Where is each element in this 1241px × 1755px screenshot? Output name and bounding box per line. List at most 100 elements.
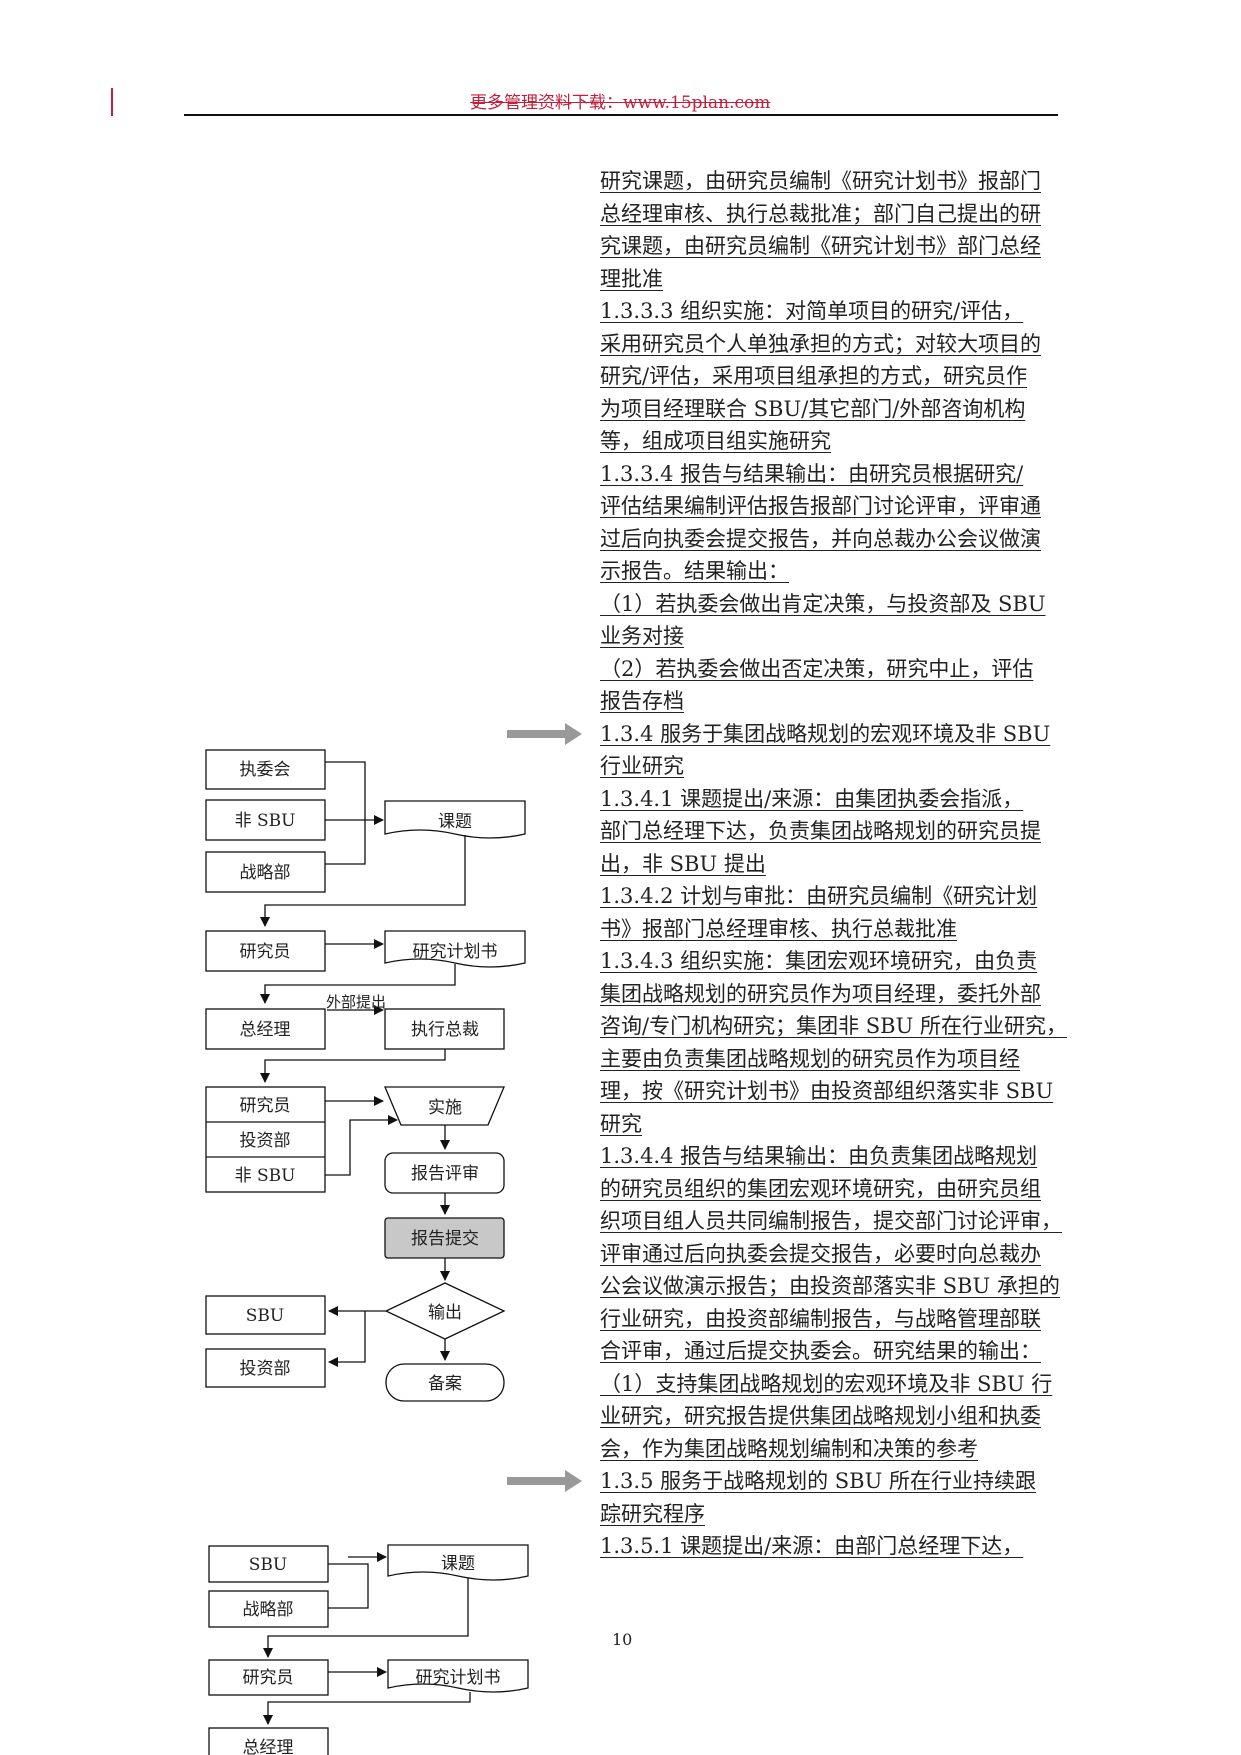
body-line: 会，作为集团战略规划编制和决策的参考 [600,1433,1062,1466]
label2-researcher: 研究员 [243,1668,294,1688]
body-line: 评估结果编制评估报告报部门讨论评审，评审通 [600,490,1062,523]
body-line: 报告存档 [600,685,1062,718]
body-line: 1.3.5 服务于战略规划的 SBU 所在行业持续跟 [600,1465,1062,1498]
label-general-manager: 总经理 [240,1020,291,1040]
body-line-text: 理，按《研究计划书》由投资部组织落实非 SBU [600,1079,1054,1103]
box2-researcher [208,1659,329,1696]
label2-topic: 课题 [441,1554,475,1574]
box2-general-manager [208,1727,329,1755]
label-executive-president: 执行总裁 [411,1020,479,1040]
body-line: 织项目组人员共同编制报告，提交部门讨论评审， [600,1205,1062,1238]
body-line-text: 1.3.5.1 课题提出/来源：由部门总经理下达， [600,1534,1024,1558]
body-line-text: 1.3.4 服务于集团战略规划的宏观环境及非 SBU [600,721,1051,746]
body-line: 咨询/专门机构研究；集团非 SBU 所在行业研究， [600,1010,1067,1043]
body-line: 为项目经理联合 SBU/其它部门/外部咨询机构 [600,393,1062,426]
body-line-text: 1.3.4.1 课题提出/来源：由集团执委会指派， [600,786,1024,811]
box2-strategy-dept [208,1590,329,1628]
body-line: 理，按《研究计划书》由投资部组织落实非 SBU [600,1075,1062,1108]
body-line: 集团战略规划的研究员作为项目经理，委托外部 [600,978,1062,1011]
body-line-text: 踪研究程序 [600,1501,705,1526]
body-line-text: 评审通过后向执委会提交报告，必要时向总裁办 [600,1241,1041,1266]
box-executive-committee [205,749,326,790]
body-line-text: 1.3.4.3 组织实施：集团宏观环境研究，由负责 [600,949,1038,973]
label2-general-manager: 总经理 [243,1738,294,1755]
label2-sbu: SBU [249,1555,287,1575]
body-line-text: 出，非 SBU 提出 [600,851,766,876]
body-line: 踪研究程序 [600,1498,1062,1531]
doc2-research-plan [387,1659,529,1693]
body-line: 书》报部门总经理审核、执行总裁批准 [600,913,1062,946]
body-line: 1.3.4.2 计划与审批：由研究员编制《研究计划 [600,880,1062,913]
body-line-text: 采用研究员个人单独承担的方式；对较大项目的 [600,331,1041,356]
body-line-text: （2）若执委会做出否定决策，研究中止，评估 [600,656,1034,681]
body-line: 1.3.4 服务于集团战略规划的宏观环境及非 SBU [600,718,1062,751]
label-archive: 备案 [428,1374,462,1394]
box-general-manager [205,1008,326,1050]
body-line: 行业研究 [600,750,1062,783]
body-line-text: （1）若执委会做出肯定决策，与投资部及 SBU [600,591,1046,616]
box-strategy-dept [205,851,326,893]
label-research-plan: 研究计划书 [413,942,498,962]
body-line: 1.3.3.4 报告与结果输出：由研究员根据研究/ [600,458,1062,491]
body-line: 出，非 SBU 提出 [600,848,1062,881]
body-line: 业务对接 [600,620,1062,653]
box-researcher [205,930,326,972]
body-line: 1.3.3.3 组织实施：对简单项目的研究/评估， [600,295,1062,328]
body-line-text: 主要由负责集团战略规划的研究员作为项目经 [600,1046,1020,1071]
body-line: 研究/评估，采用项目组承担的方式，研究员作 [600,360,1062,393]
body-line: 采用研究员个人单独承担的方式；对较大项目的 [600,328,1062,361]
body-line-text: 示报告。结果输出： [600,559,789,583]
label-output: 输出 [428,1303,462,1323]
body-line-text: 会，作为集团战略规划编制和决策的参考 [600,1436,978,1461]
label-non-sbu2: 非 SBU [235,1166,296,1186]
label-strategy-dept: 战略部 [240,863,291,883]
body-line: 合评审，通过后提交执委会。研究结果的输出： [600,1335,1062,1368]
body-line: 1.3.4.1 课题提出/来源：由集团执委会指派， [600,783,1062,816]
body-line: （1）若执委会做出肯定决策，与投资部及 SBU [600,588,1062,621]
body-line: 主要由负责集团战略规划的研究员作为项目经 [600,1043,1062,1076]
label-investment-dept2: 投资部 [240,1359,291,1379]
label2-strategy-dept: 战略部 [243,1600,294,1620]
body-line-text: 评估结果编制评估报告报部门讨论评审，评审通 [600,494,1041,518]
body-line-text: （1）支持集团战略规划的宏观环境及非 SBU 行 [600,1371,1053,1396]
label-researcher2: 研究员 [240,1096,291,1116]
body-line-text: 1.3.4.4 报告与结果输出：由负责集团战略规划 [600,1144,1038,1168]
box-archive [385,1363,505,1402]
doc2-topic [387,1544,529,1581]
page-header: 更多管理资料下载：www.15plan.com [470,93,771,113]
body-line: 评审通过后向执委会提交报告，必要时向总裁办 [600,1238,1062,1271]
label-implement: 实施 [428,1098,462,1118]
body-line: 1.3.4.4 报告与结果输出：由负责集团战略规划 [600,1140,1062,1173]
body-line: 的研究员组织的集团宏观环境研究，由研究员组 [600,1173,1062,1206]
body-text: 研究课题，由研究员编制《研究计划书》报部门总经理审核、执行总裁批准；部门自己提出… [600,165,1067,1563]
header-rule [184,114,1058,116]
label-external: 外部提出 [326,993,386,1011]
body-line: 部门总经理下达，负责集团战略规划的研究员提 [600,815,1062,848]
box-investment-dept [205,1348,326,1388]
body-line-text: 研究/评估，采用项目组承担的方式，研究员作 [600,364,1028,388]
body-line-text: 业研究，研究报告提供集团战略规划小组和执委 [600,1404,1041,1428]
body-line: 研究 [600,1108,1062,1141]
trapezoid-implement [384,1086,505,1126]
label-executive-committee: 执委会 [240,760,291,780]
body-line: 等，组成项目组实施研究 [600,425,1062,458]
body-line-text: 1.3.4.2 计划与审批：由研究员编制《研究计划 [600,884,1038,908]
body-line-text: 公会议做演示报告；由投资部落实非 SBU 承担的 [600,1274,1060,1298]
label-researcher: 研究员 [240,942,291,962]
doc-topic [384,800,526,839]
body-line-text: 研究 [600,1111,642,1136]
body-line: （1）支持集团战略规划的宏观环境及非 SBU 行 [600,1368,1062,1401]
label-report-review: 报告评审 [411,1164,479,1184]
label-report-submit: 报告提交 [411,1229,479,1249]
body-line-text: 咨询/专门机构研究；集团非 SBU 所在行业研究， [600,1014,1067,1038]
body-line-text: 行业研究 [600,754,684,778]
body-line: （2）若执委会做出否定决策，研究中止，评估 [600,653,1062,686]
body-line: 公会议做演示报告；由投资部落实非 SBU 承担的 [600,1270,1062,1303]
body-line: 理批准 [600,263,1062,296]
label-non-sbu: 非 SBU [235,811,296,831]
body-line-text: 1.3.5 服务于战略规划的 SBU 所在行业持续跟 [600,1469,1036,1493]
box-sbu [205,1295,326,1335]
body-line-text: 1.3.3.3 组织实施：对简单项目的研究/评估， [600,299,1024,323]
doc-research-plan [384,930,526,968]
body-line-text: 报告存档 [600,689,684,713]
